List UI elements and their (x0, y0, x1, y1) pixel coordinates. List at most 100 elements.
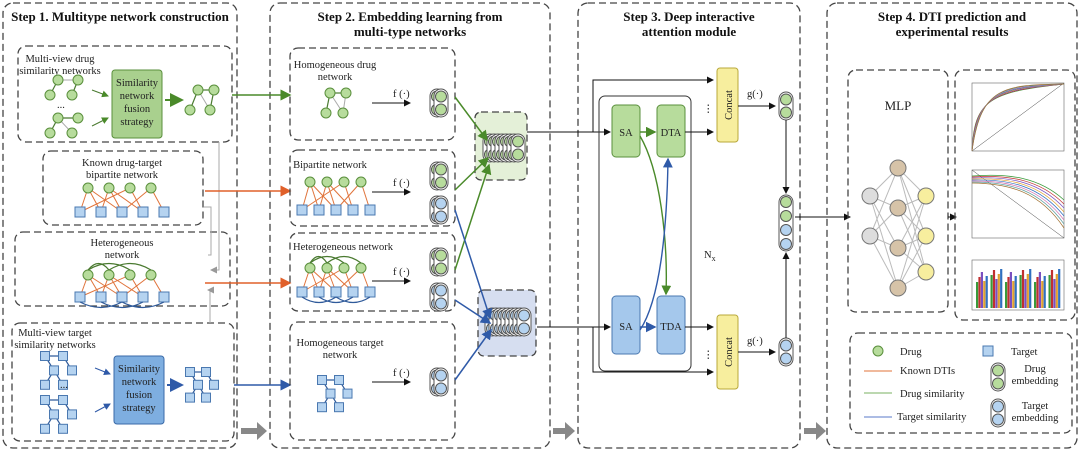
target-embedding-stack (484, 307, 532, 337)
drug-similarity-box (17, 45, 233, 143)
homogeneous-drug-box (289, 47, 456, 141)
target-node (58, 423, 68, 434)
homo-target-label-2: network (323, 350, 358, 361)
homogeneous-drug-graph (320, 87, 352, 119)
legend-drug: Drug (900, 347, 922, 358)
target-node (193, 379, 203, 390)
step2-title: Step 2. Embedding learning from (317, 9, 502, 24)
target-node (201, 392, 211, 403)
target-embedding (429, 195, 449, 225)
legend-drug-embedding-2: embedding (1012, 376, 1059, 387)
fusion-label: Similarity (118, 364, 161, 375)
sa-label: SA (619, 128, 633, 139)
bar (983, 281, 986, 308)
mlp-connection (869, 167, 899, 237)
embedding-unit (780, 106, 792, 119)
target-node (330, 286, 342, 298)
concatenated-embedding (778, 194, 794, 252)
step4-title: Step 4. DTI prediction and (878, 9, 1027, 24)
target-node (40, 423, 50, 434)
bipartite-network-graph (296, 176, 376, 216)
homo-drug-label: Homogeneous drug (294, 60, 377, 71)
ellipsis: ⋮ (703, 350, 714, 361)
target-node (67, 365, 77, 376)
bipartite-label: Known drug-target (82, 158, 162, 169)
target-node (49, 365, 59, 376)
bar (1009, 272, 1012, 308)
drug-concat-block (716, 67, 739, 143)
target-node (40, 351, 50, 361)
target-similarity-box (11, 322, 235, 442)
bar (1034, 282, 1037, 308)
fusion-label: Similarity (116, 78, 159, 89)
bar (1005, 282, 1008, 308)
mlp-connection (897, 167, 927, 273)
target-node (95, 206, 107, 218)
pr-curve (971, 177, 1065, 209)
embedding-unit (435, 249, 447, 262)
step2-panel (269, 2, 551, 449)
embedding-unit (518, 322, 530, 335)
embedding-unit (780, 93, 792, 106)
homogeneous-target-box (289, 321, 456, 441)
embedding-unit (435, 262, 447, 275)
legend-drug-icon (872, 345, 884, 357)
pr-curve (971, 180, 1065, 221)
ellipsis: ... (57, 100, 65, 111)
target-node (116, 291, 128, 303)
mlp-neuron (917, 263, 935, 281)
mlp-connection (897, 235, 927, 289)
mlp-connection (869, 235, 899, 289)
experimental-result-charts (971, 82, 1065, 311)
drug-fusion-strategy-box (111, 69, 163, 139)
drug-node (103, 269, 115, 281)
embedding-unit (435, 176, 447, 189)
heterogeneous-label: Heterogeneous network (293, 242, 394, 253)
target-similarity-edge (335, 296, 371, 304)
drug-network-view-2 (44, 112, 84, 139)
bipartite-network-graph (74, 182, 170, 218)
embedding-function-label: f (·) (393, 267, 410, 278)
target-node (58, 395, 68, 405)
bar (1029, 269, 1032, 308)
drug-node (338, 176, 350, 188)
target-node (40, 395, 50, 405)
embedding-unit (780, 238, 792, 250)
bar (1041, 281, 1044, 308)
g-function-label: g(·) (747, 336, 763, 347)
drug-node (304, 262, 316, 274)
mlp-connection (897, 207, 927, 273)
drug-node (338, 262, 350, 274)
embedding-unit (780, 339, 792, 352)
fusion-label: strategy (120, 117, 154, 128)
target-node (313, 204, 325, 216)
bar (995, 279, 998, 308)
concat-label: Concat (724, 337, 735, 367)
target-node (364, 204, 376, 216)
step4-title-2: experimental results (896, 24, 1009, 39)
legend-target-embedding: Target (1022, 401, 1049, 412)
homo-target-label: Homogeneous target (297, 338, 384, 349)
heterogeneous-label: Heterogeneous (91, 238, 154, 249)
fusion-label: network (120, 91, 155, 102)
mlp-neuron (889, 159, 907, 177)
drug-sim-label-2: similarity networks (19, 66, 100, 77)
drug-embedding (429, 247, 449, 277)
ellipsis: ... (60, 380, 68, 391)
embedding-function-label: f (·) (393, 89, 410, 100)
target-embedding (429, 367, 449, 397)
bar (1024, 279, 1027, 308)
legend-target-embedding-2: embedding (1012, 413, 1059, 424)
legend-target-embedding-icon (990, 398, 1006, 428)
known-bipartite-box (42, 150, 204, 226)
fusion-label: fusion (126, 390, 153, 401)
heterogeneous-label-2: network (105, 250, 140, 261)
drug-node (124, 182, 136, 194)
step2-title-2: multi-type networks (354, 24, 466, 39)
step3-panel (577, 2, 801, 449)
drug-node (82, 182, 94, 194)
drug-embedding-stack (482, 133, 526, 163)
embedding-unit (435, 90, 447, 103)
fusion-label: network (122, 377, 157, 388)
